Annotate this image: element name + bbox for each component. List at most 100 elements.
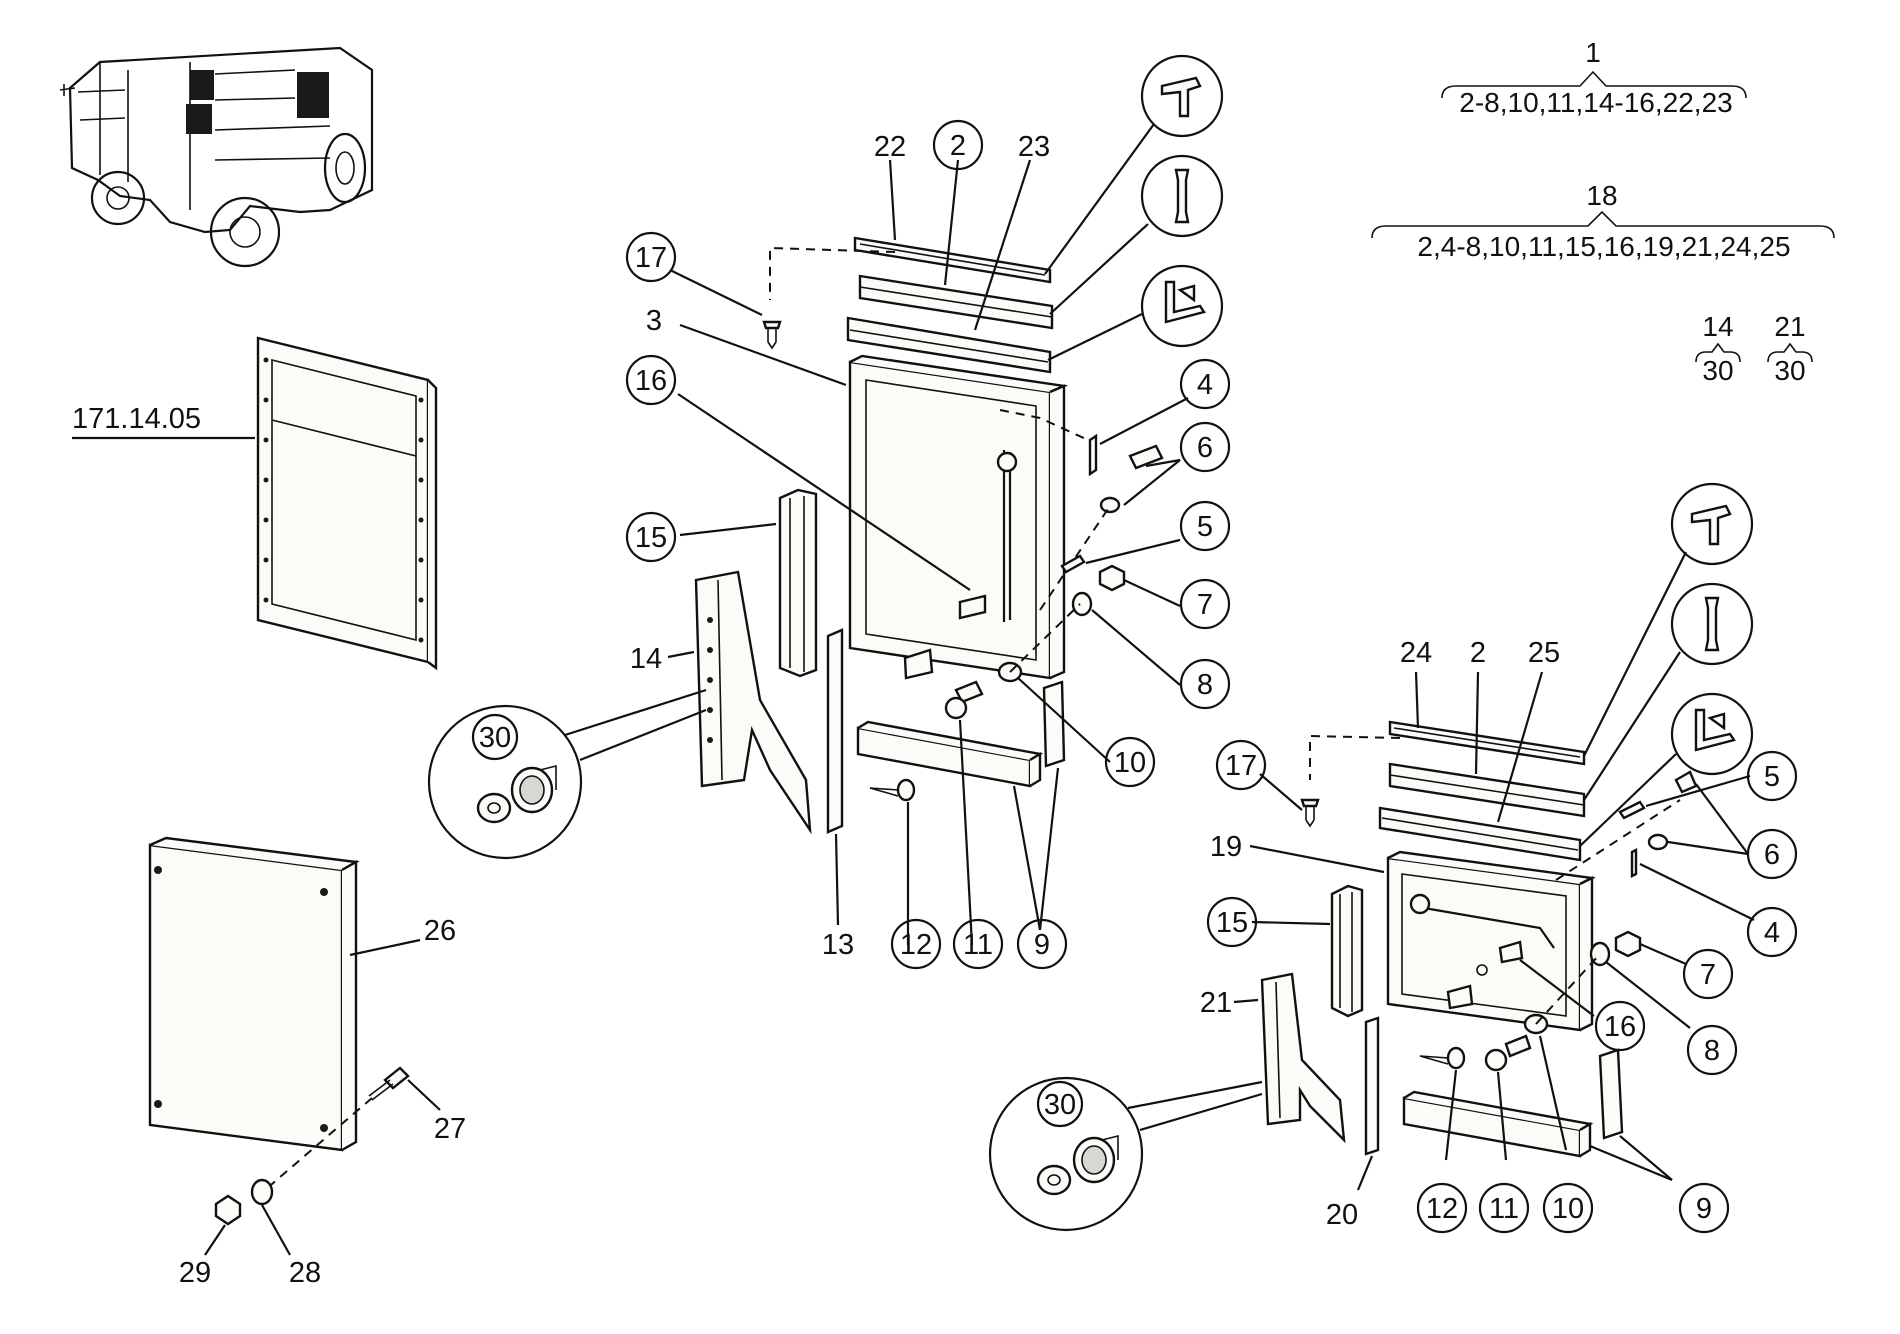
svg-text:8: 8	[1704, 1035, 1720, 1067]
svg-text:12: 12	[1426, 1193, 1458, 1225]
svg-text:21: 21	[1774, 311, 1805, 342]
callout-8-right: 8	[1686, 1024, 1738, 1076]
svg-text:4: 4	[1764, 917, 1780, 949]
svg-text:5: 5	[1764, 761, 1780, 793]
callout-labels-plain: 22 23 3 14 13 26 27 28 29 24 2 25 19 21 …	[179, 131, 1560, 1289]
callout-5-center: 5	[1179, 500, 1231, 552]
strip-13	[826, 628, 844, 834]
bolt-27	[368, 1066, 410, 1101]
callout-29: 29	[179, 1257, 211, 1289]
callout-17-center: 17	[625, 231, 677, 283]
callout-labels-circled: 2 17 16 15 30 4 6 5 7 8 10 12 11 9 17 15…	[471, 119, 1798, 1234]
svg-text:10: 10	[1114, 747, 1146, 779]
callout-24: 24	[1400, 637, 1432, 669]
svg-text:17: 17	[635, 242, 667, 274]
callout-8-center: 8	[1179, 658, 1231, 710]
reference-label: 171.14.05	[72, 403, 201, 435]
callout-10-right: 10	[1542, 1182, 1594, 1234]
svg-text:7: 7	[1197, 589, 1213, 621]
svg-text:8: 8	[1197, 669, 1213, 701]
svg-text:9: 9	[1696, 1193, 1712, 1225]
svg-text:16: 16	[635, 365, 667, 397]
callout-27: 27	[434, 1113, 466, 1145]
profile-icon-circle-3	[1140, 264, 1224, 348]
group-note-18: 18 2,4-8,10,11,15,16,19,21,24,25	[1371, 180, 1835, 262]
key-6-center	[1128, 444, 1164, 470]
washer-8-center	[1071, 591, 1093, 617]
svg-text:17: 17	[1225, 750, 1257, 782]
svg-text:2: 2	[950, 130, 966, 162]
group-18-includes: 2,4-8,10,11,15,16,19,21,24,25	[1417, 231, 1790, 262]
profile-15-right	[1330, 884, 1364, 1018]
seal-strips-center	[846, 236, 1054, 374]
pin-4-center	[1088, 433, 1098, 477]
profile-icon-circle-2	[1140, 154, 1224, 238]
callout-17-right: 17	[1215, 739, 1267, 791]
bolt-11-right	[1484, 1034, 1532, 1072]
callout-3: 3	[646, 305, 662, 337]
svg-text:30: 30	[1044, 1089, 1076, 1121]
callout-4-center: 4	[1179, 358, 1231, 410]
callout-19: 19	[1210, 831, 1242, 863]
callout-30-center: 30	[471, 713, 519, 761]
svg-text:14: 14	[1702, 311, 1733, 342]
panel-rivets	[263, 357, 424, 643]
profile-icon-circle-1	[1140, 54, 1224, 138]
svg-text:4: 4	[1197, 369, 1213, 401]
detail-circle-30-right	[988, 1076, 1144, 1232]
svg-text:10: 10	[1552, 1193, 1584, 1225]
screw-12-center	[869, 778, 916, 802]
bar-9-center	[856, 680, 1066, 788]
nut-7-right	[1614, 930, 1642, 958]
pin-5-right	[1618, 800, 1646, 820]
profile-icon-circle-6	[1670, 692, 1754, 776]
seal-strips-right	[1378, 720, 1586, 862]
nut-7-center	[1098, 564, 1126, 592]
strip-20	[1364, 1016, 1380, 1156]
callout-14: 14	[630, 643, 662, 675]
door-frame-3	[848, 354, 1069, 680]
svg-text:15: 15	[635, 522, 667, 554]
callout-30-right: 30	[1036, 1080, 1084, 1128]
callout-16-center: 16	[625, 354, 677, 406]
screw-17-right	[1300, 798, 1320, 828]
callout-26: 26	[424, 915, 456, 947]
svg-text:11: 11	[1489, 1193, 1519, 1225]
callout-25: 25	[1528, 637, 1560, 669]
callout-11-right: 11	[1478, 1182, 1530, 1234]
callout-9-right: 9	[1678, 1182, 1730, 1234]
bracket-14	[694, 570, 812, 835]
reference-panel-171-14-05	[256, 336, 438, 671]
group-note-14: 14 30	[1695, 311, 1741, 386]
svg-text:9: 9	[1034, 929, 1050, 961]
profile-icon-circle-4	[1670, 482, 1754, 566]
callout-10-center: 10	[1104, 736, 1156, 788]
callout-5-right: 5	[1746, 750, 1798, 802]
door-frame-19	[1386, 850, 1597, 1032]
pin-5-center	[1060, 554, 1086, 574]
callout-20: 20	[1326, 1199, 1358, 1231]
detail-circle-30-center	[427, 704, 583, 860]
svg-text:7: 7	[1700, 959, 1716, 991]
svg-text:15: 15	[1216, 907, 1248, 939]
group-14-includes: 30	[1702, 355, 1733, 386]
callout-9-center: 9	[1016, 918, 1068, 970]
callout-6-center: 6	[1179, 421, 1231, 473]
svg-text:12: 12	[900, 929, 932, 961]
callout-6-right: 6	[1746, 828, 1798, 880]
callout-2-right: 2	[1470, 637, 1486, 669]
bolt-11-center	[944, 680, 984, 720]
callout-15-center: 15	[625, 511, 677, 563]
svg-text:11: 11	[963, 929, 993, 961]
nut-29	[214, 1194, 242, 1226]
screw-12-right	[1419, 1046, 1466, 1070]
group-note-21: 21 30	[1767, 311, 1813, 386]
svg-text:16: 16	[1604, 1011, 1636, 1043]
key-6-right	[1674, 770, 1698, 794]
bar-9-right	[1402, 1048, 1624, 1158]
screw-17-center	[762, 320, 782, 350]
callout-21: 21	[1200, 987, 1232, 1019]
callout-11-center: 11	[952, 918, 1004, 970]
svg-text:18: 18	[1586, 180, 1617, 211]
